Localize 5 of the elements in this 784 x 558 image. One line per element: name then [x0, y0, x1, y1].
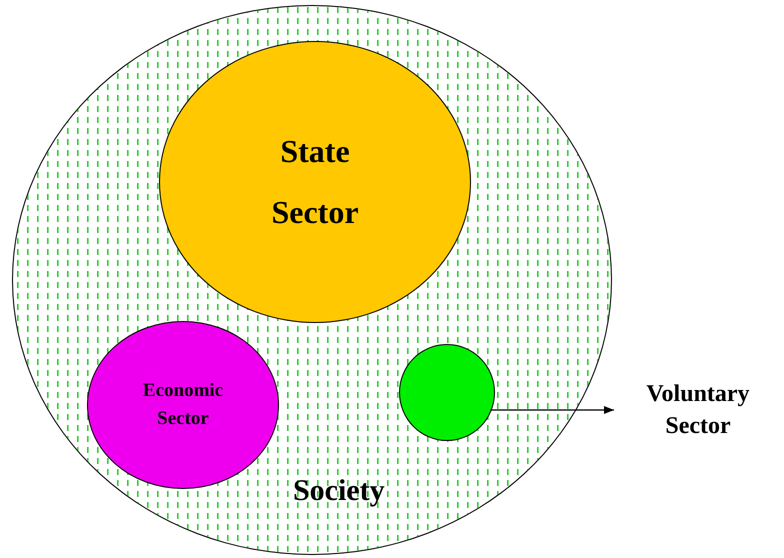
voluntary-sector-label: Voluntary Sector — [645, 380, 751, 441]
sector-name: Economic Sector — [142, 379, 224, 431]
sector-name: State Sector — [270, 132, 360, 232]
sector-name: Society — [293, 473, 385, 509]
arrow — [490, 406, 614, 414]
